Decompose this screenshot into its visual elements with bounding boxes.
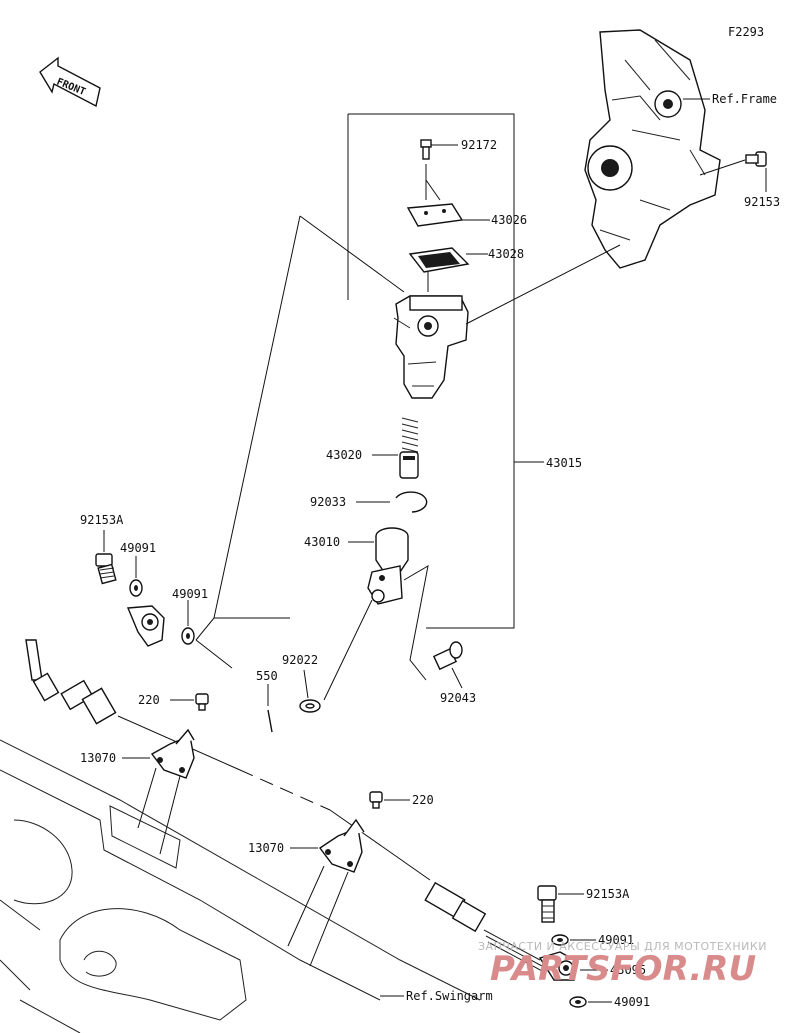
brake-hose-upper xyxy=(24,575,165,725)
bolt-92153A-bottom-icon xyxy=(537,885,557,923)
label-49091-d: 49091 xyxy=(614,995,650,1009)
banjo-43095-icon xyxy=(538,951,579,981)
ref-frame-label: Ref.Frame xyxy=(712,92,777,106)
bolt-220-bottom-icon xyxy=(369,791,383,809)
screw-92172-icon xyxy=(420,139,432,160)
label-49091-a: 49091 xyxy=(120,541,156,555)
clamp-13070-top-icon xyxy=(150,728,195,779)
label-43095: 43095 xyxy=(610,963,646,977)
washer-49091-b-icon xyxy=(181,627,195,645)
label-92033: 92033 xyxy=(310,495,346,509)
frame-bracket xyxy=(584,29,721,269)
washer-49091-d-icon xyxy=(569,996,587,1008)
cap-43026-icon xyxy=(406,203,464,227)
watermark-tagline: ЗАПЧАСТИ И АКСЕССУАРЫ ДЛЯ МОТОТЕХНИКИ xyxy=(478,940,767,953)
label-43010: 43010 xyxy=(304,535,340,549)
master-cylinder-body xyxy=(393,295,469,399)
bolt-220-top-icon xyxy=(195,693,209,711)
diaphragm-43028-icon xyxy=(408,247,470,273)
spring-piston-43020-icon xyxy=(399,417,419,479)
label-13070-bottom: 13070 xyxy=(248,841,284,855)
label-92172: 92172 xyxy=(461,138,497,152)
label-92153: 92153 xyxy=(744,195,780,209)
label-43026: 43026 xyxy=(491,213,527,227)
washer-49091-a-icon xyxy=(129,579,143,597)
label-49091-c: 49091 xyxy=(598,933,634,947)
label-92022: 92022 xyxy=(282,653,318,667)
bolt-92153A-top-icon xyxy=(95,553,117,585)
bolt-92153-icon xyxy=(745,151,767,167)
label-220-bottom: 220 xyxy=(412,793,434,807)
ref-swingarm-label: Ref.Swingarm xyxy=(406,989,493,1003)
label-43015: 43015 xyxy=(546,456,582,470)
label-92043: 92043 xyxy=(440,691,476,705)
label-220-top: 220 xyxy=(138,693,160,707)
label-43028: 43028 xyxy=(488,247,524,261)
washer-92022-icon xyxy=(299,699,321,713)
clamp-13070-bottom-icon xyxy=(318,818,365,873)
swingarm xyxy=(0,739,481,1033)
push-rod-43010-icon xyxy=(367,527,409,605)
label-43020: 43020 xyxy=(326,448,362,462)
washer-49091-c-icon xyxy=(551,934,569,946)
pin-92043-icon xyxy=(432,641,463,671)
label-49091-b: 49091 xyxy=(172,587,208,601)
brake-hose-lower xyxy=(424,881,545,973)
label-550: 550 xyxy=(256,669,278,683)
label-13070-top: 13070 xyxy=(80,751,116,765)
label-92153A-top: 92153A xyxy=(80,513,124,527)
figure-code: F2293 xyxy=(728,25,764,39)
watermark-brand: PARTSFOR.RU xyxy=(490,949,756,989)
cotter-pin-550-icon xyxy=(267,709,273,733)
front-arrow-icon: FRONT xyxy=(39,56,101,108)
label-92153A-bottom: 92153A xyxy=(586,887,630,901)
circlip-92033-icon xyxy=(395,491,428,513)
